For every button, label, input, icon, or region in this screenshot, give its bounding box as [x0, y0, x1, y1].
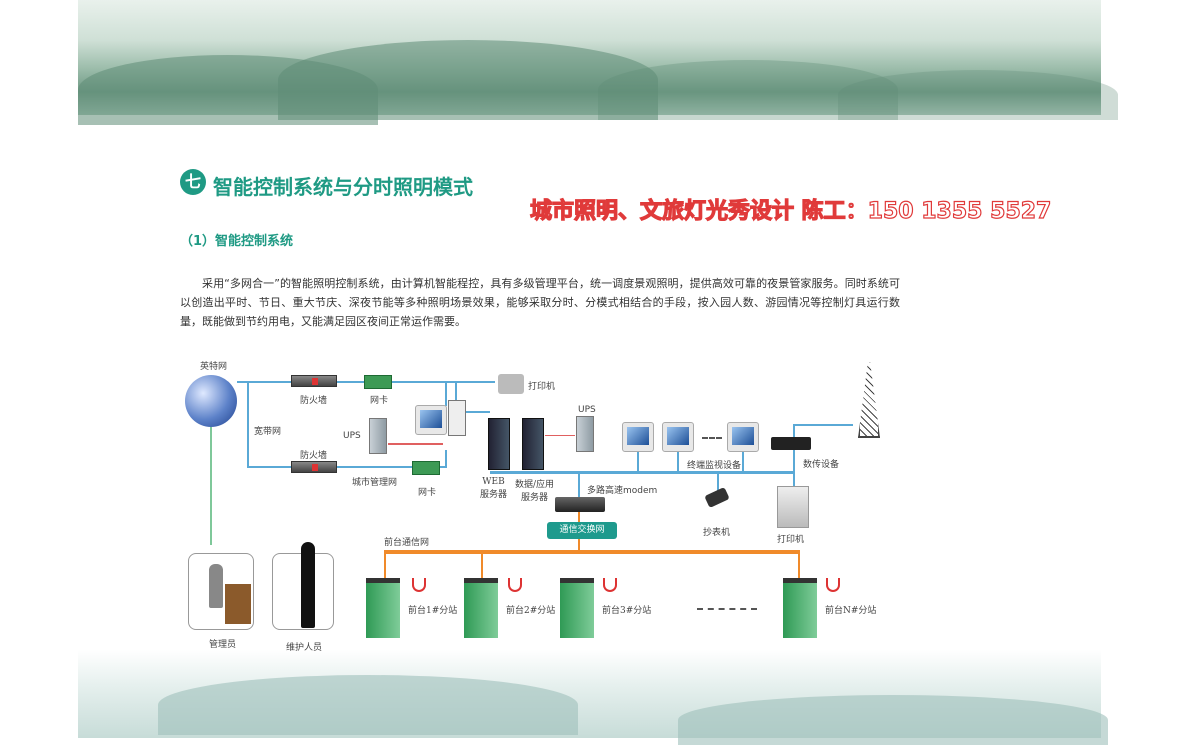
station-cabinet-icon [783, 578, 817, 638]
ups-label: UPS [343, 431, 361, 441]
station-cabinet-icon [366, 578, 400, 638]
contact-watermark: 城市照明、文旅灯光秀设计 陈工：150 1355 5527 [529, 198, 1052, 224]
city-net-label: 城市管理网 [352, 478, 398, 488]
printer-icon [777, 486, 809, 528]
internet-label: 英特网 [200, 362, 228, 372]
station-label: 前台3#分站 [602, 606, 652, 616]
station-cabinet-icon [464, 578, 498, 638]
section-number-badge: 七 [180, 169, 206, 195]
data-server-icon [522, 418, 544, 470]
network-card-icon [364, 375, 392, 389]
maintainer-illustration [272, 542, 334, 630]
netcard-label: 网卡 [370, 396, 389, 406]
data-server-label: 数据/应用 服务器 [515, 480, 555, 503]
internet-globe-icon [185, 375, 237, 427]
monitor-icon [662, 422, 694, 452]
computer-monitor-icon [415, 405, 447, 435]
meter-reader-label: 抄表机 [703, 528, 731, 538]
modem-label: 多路高速modem [587, 486, 658, 496]
antenna-icon [412, 578, 426, 592]
header-landscape-banner [78, 0, 1118, 125]
printer-label: 打印机 [528, 382, 556, 392]
monitor-icon [727, 422, 759, 452]
modem-switch-icon [555, 497, 605, 512]
firewall-label: 防火墙 [300, 451, 328, 461]
page-title: 智能控制系统与分时照明模式 [213, 175, 473, 199]
radio-tower-icon [858, 362, 880, 438]
ups-label: UPS [578, 405, 596, 415]
front-net-label: 前台通信网 [384, 538, 430, 548]
broadband-label: 宽带网 [254, 427, 282, 437]
admin-label: 管理员 [209, 640, 237, 650]
data-transfer-device-icon [771, 437, 811, 450]
firewall-icon [291, 375, 337, 387]
printer-label: 打印机 [777, 535, 805, 545]
antenna-icon [508, 578, 522, 592]
admin-illustration [188, 553, 254, 630]
netcard-label: 网卡 [418, 488, 437, 498]
station-label: 前台N#分站 [825, 606, 877, 616]
ups-icon [576, 416, 594, 452]
network-card-icon [412, 461, 440, 475]
antenna-icon [603, 578, 617, 592]
ups-icon [369, 418, 387, 454]
footer-landscape-band [78, 650, 1108, 745]
intro-paragraph: 采用“多网合一”的智能照明控制系统，由计算机智能程控，具有多级管理平台，统一调度… [180, 277, 900, 328]
station-cabinet-icon [560, 578, 594, 638]
pc-tower-icon [448, 400, 466, 436]
web-server-label: WEB 服务器 [480, 477, 508, 500]
switch-network-label: 通信交换网 [547, 522, 617, 539]
subsection-title: （1）智能控制系统 [180, 234, 294, 249]
ellipsis-dashes [697, 608, 757, 610]
monitor-icon [622, 422, 654, 452]
ellipsis-dashes [702, 437, 722, 439]
data-transfer-label: 数传设备 [803, 460, 840, 470]
monitor-devices-label: 终端监视设备 [687, 461, 742, 471]
firewall-label: 防火墙 [300, 396, 328, 406]
web-server-icon [488, 418, 510, 470]
maintainer-label: 维护人员 [286, 643, 323, 653]
antenna-icon [826, 578, 840, 592]
firewall-icon [291, 461, 337, 473]
printer-icon [498, 374, 524, 394]
meter-reader-icon [704, 486, 730, 509]
station-label: 前台1#分站 [408, 606, 458, 616]
station-label: 前台2#分站 [506, 606, 556, 616]
